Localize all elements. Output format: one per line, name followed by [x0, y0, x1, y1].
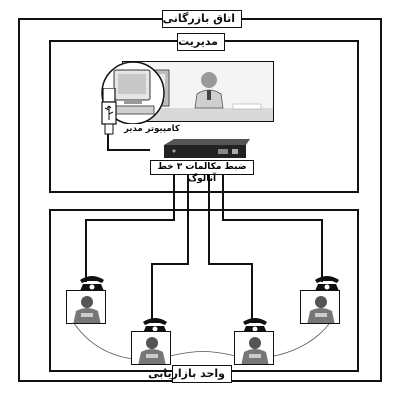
marketing-title: واحد بازاریابی [148, 365, 232, 383]
operator-4-phone[interactable] [312, 274, 342, 292]
manager-computer-label: کامپیوتر مدیر [122, 124, 182, 134]
trade-room-title: اتاق بازرگانی [162, 10, 242, 28]
call-recorder-device-icon [164, 139, 250, 158]
telephone-operator-photo [301, 291, 339, 323]
management-title: مدیریت [177, 33, 225, 51]
telephone-operator-photo [132, 332, 170, 364]
operator-4-photo [300, 290, 340, 324]
desk-telephone-icon [315, 276, 339, 291]
telephone-operator-photo [235, 332, 273, 364]
crt-computer-icon [101, 61, 165, 125]
usb-connector [100, 87, 118, 136]
operator-3-photo [234, 331, 274, 365]
operator-1-phone[interactable] [77, 274, 107, 292]
usb-icon [101, 87, 117, 135]
desk-telephone-icon [80, 276, 104, 291]
manager-computer[interactable] [100, 60, 166, 126]
operator-1-photo [66, 290, 106, 324]
telephone-operator-photo [67, 291, 105, 323]
call-recorder-device[interactable] [160, 139, 252, 173]
call-recorder-label: ضبط مکالمات ۳ خط آنالوگ [150, 160, 254, 184]
operator-2-photo [131, 331, 171, 365]
